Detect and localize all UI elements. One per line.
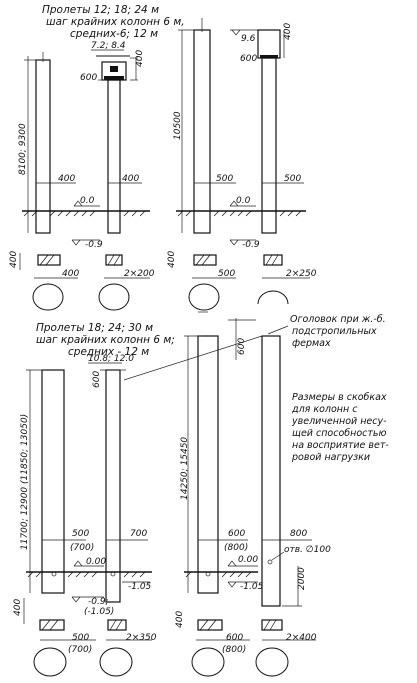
bottom-right-foot-dims: -1.05 2000 400	[175, 566, 307, 628]
top-right-ground	[176, 210, 306, 217]
bottom-right-middle-column	[228, 319, 281, 607]
bottom-right-edge-column	[197, 311, 219, 594]
note-cap-line1: Оголовок при ж.-б.	[290, 314, 386, 325]
note-brackets-line4: щей способностью	[292, 428, 387, 439]
top-right-foot-height: 400	[167, 251, 177, 268]
note-cap-line3: фермах	[292, 338, 331, 349]
bottom-left-middle-column	[51, 369, 126, 603]
note-brackets-line3: увеличенной несу-	[291, 416, 387, 427]
top-left-height: 8100; 9300	[18, 123, 28, 175]
note-brackets: Размеры в скобках для колонн с увеличенн…	[291, 392, 389, 463]
top-right-below: -0.9	[242, 240, 260, 250]
top-left-section-middle: 2×200	[124, 269, 155, 279]
bottom-left-height: 11700; 12900 (11850; 13050)	[20, 414, 30, 550]
top-left-ground	[22, 210, 150, 217]
note-brackets-line5: на восприятие вет-	[292, 440, 389, 451]
bottom-left-section-edge-alt: (700)	[68, 645, 92, 655]
bottom-right-edge-width: 600	[228, 529, 245, 539]
bottom-right-edge-width-alt: (800)	[224, 543, 248, 553]
bottom-right-middle-width: 800	[290, 529, 307, 539]
bottom-right-dimensions: 600 14250; 15450 600 (800) 800 0.00 отв.…	[180, 318, 331, 593]
bottom-right-foot-height: 400	[175, 611, 185, 628]
top-right-cap-height: 400	[283, 23, 293, 40]
top-left-below: -0.9	[85, 240, 103, 250]
bottom-left-below3: (-1.05)	[84, 607, 114, 617]
top-left-edge-column	[35, 52, 51, 234]
top-right-middle-column	[257, 29, 281, 234]
note-brackets-line2: для колонн с	[291, 404, 358, 415]
top-left-top-dim: 7.2; 8.4	[91, 41, 126, 51]
top-left-foot-height: 400	[9, 251, 19, 268]
top-left-section-edge: 400	[62, 269, 79, 279]
top-left-cap-dim: 600	[80, 73, 97, 83]
top-right-top-dim: 9.6	[241, 34, 256, 44]
bottom-right-section-edge-alt: (800)	[222, 645, 246, 655]
top-right-edge-width: 500	[216, 174, 233, 184]
bottom-header-line2: шаг крайних колонн 6 м;	[36, 334, 175, 346]
top-right-middle-width: 500	[284, 174, 301, 184]
note-cap: Оголовок при ж.-б. подстропильных фермах	[123, 314, 386, 381]
bottom-header-line1: Пролеты 18; 24; 30 м	[36, 322, 153, 334]
bottom-right-hole: отв. ∅100	[284, 545, 331, 555]
top-right-edge-column	[193, 18, 211, 234]
top-left-middle-column	[96, 55, 130, 234]
top-left-sections: 400 2×200	[32, 254, 155, 311]
bottom-right-height: 14250; 15450	[180, 437, 190, 500]
note-brackets-line1: Размеры в скобках	[292, 392, 387, 403]
bottom-left-foot-height: 400	[13, 599, 23, 616]
bottom-left-cap-dim: 600	[92, 371, 102, 388]
bottom-right-ground	[184, 571, 258, 578]
top-right-level: 0.0	[236, 196, 251, 206]
bottom-left-below1: -1.05	[128, 582, 152, 592]
top-right-foot-dims: -0.9 400	[167, 239, 260, 268]
top-header-line1: Пролеты 12; 18; 24 м	[42, 4, 159, 16]
bottom-left-ground	[26, 571, 152, 578]
top-header-line3: средних-6; 12 м	[70, 28, 158, 40]
top-left-cap-height: 400	[135, 50, 145, 67]
top-right-section-edge: 500	[218, 269, 235, 279]
top-left-middle-width: 400	[122, 174, 139, 184]
top-header-line2: шаг крайних колонн 6 м,	[46, 16, 185, 28]
bottom-left-middle-width: 700	[130, 529, 147, 539]
top-right-height: 10500	[173, 111, 183, 140]
top-left-foot-dims: -0.9 400	[9, 239, 103, 270]
bottom-left-section-middle: 2×350	[126, 633, 157, 643]
bottom-right-level: 0.00	[238, 555, 258, 565]
bottom-right-sections: 600 (800) 2×400	[191, 619, 317, 677]
note-brackets-line6: ровой нагрузки	[291, 452, 370, 463]
top-left-level: 0.0	[80, 196, 95, 206]
bottom-left-below2: -0.9;	[88, 597, 109, 607]
top-right-cap-dim: 600	[240, 54, 257, 64]
bottom-right-section-middle: 2×400	[286, 633, 317, 643]
top-header: Пролеты 12; 18; 24 м шаг крайних колонн …	[42, 4, 185, 40]
top-right-sections: 500 2×250	[188, 254, 317, 311]
bottom-left-edge-column	[41, 369, 65, 594]
bottom-left-dimensions: 10.8; 12.0 600 11700; 12900 (11850; 1305…	[20, 354, 148, 593]
bottom-header-line3: средних - 12 м	[68, 346, 149, 358]
top-left-dimensions: 7.2; 8.4 600 400 8100; 9300 400 400 0.0	[18, 41, 145, 233]
bottom-left-edge-width-alt: (700)	[70, 543, 94, 553]
note-cap-line2: подстропильных	[292, 326, 377, 337]
bottom-left-edge-width: 500	[72, 529, 89, 539]
top-right-section-middle: 2×250	[286, 269, 317, 279]
bottom-left-top-dim: 10.8; 12.0	[88, 354, 134, 364]
bottom-left-section-edge: 500	[72, 633, 89, 643]
bottom-right-below1: -1.05	[240, 582, 264, 592]
bottom-right-cap-dim: 600	[237, 338, 247, 355]
bottom-header: Пролеты 18; 24; 30 м шаг крайних колонн …	[36, 322, 175, 358]
top-left-edge-width: 400	[58, 174, 75, 184]
bottom-left-foot-dims: -1.05 -0.9; (-1.05) 400	[13, 581, 152, 624]
bottom-right-base-height: 2000	[297, 567, 307, 590]
bottom-right-section-edge: 600	[226, 633, 243, 643]
bottom-left-sections: 500 (700) 2×350	[33, 619, 157, 677]
bottom-left-level: 0.00	[86, 557, 106, 567]
top-right-dimensions: 9.6 400 600 10500 500 500 0.0	[173, 23, 304, 233]
